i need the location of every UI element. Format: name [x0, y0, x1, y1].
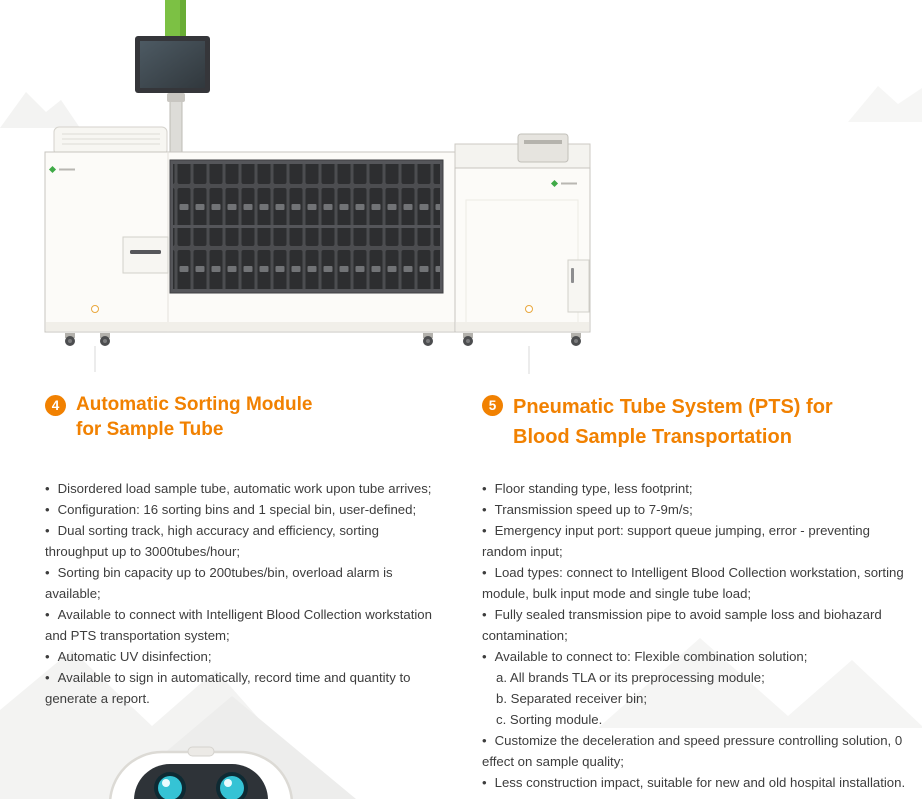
bullet-marker: • [482, 523, 487, 538]
feature-text: Available to connect to: Flexible combin… [494, 649, 808, 664]
section-title: Pneumatic Tube System (PTS) for Blood Sa… [513, 392, 833, 452]
feature-text: Available to connect with Intelligent Bl… [45, 607, 432, 643]
robot-eye-left [154, 772, 186, 799]
feature-text: Available to sign in automatically, reco… [45, 670, 411, 706]
brand-logo [550, 179, 577, 188]
bullet-marker: • [482, 733, 487, 748]
lock-indicator-icon [91, 305, 99, 313]
leader-lines [94, 346, 530, 374]
sub-list-item: a. All brands TLA or its preprocessing m… [482, 667, 906, 688]
feature-text: Less construction impact, suitable for n… [494, 775, 906, 790]
top-lid [53, 126, 168, 156]
sub-list-item: c. Sorting module. [482, 709, 906, 730]
section-title-line: Automatic Sorting Module [76, 394, 313, 415]
bullet-marker: • [482, 565, 487, 580]
feature-text: Emergency input port: support queue jump… [482, 523, 870, 559]
bullet-marker: • [482, 607, 487, 622]
robot-head [109, 746, 293, 799]
pts-unit [454, 133, 591, 333]
feature-text: Sorting bin capacity up to 200tubes/bin,… [45, 565, 393, 601]
bullet-marker: • [482, 775, 487, 790]
list-item: •Available to sign in automatically, rec… [45, 667, 443, 709]
robot-illustration [109, 746, 293, 799]
sorting-bins-grid [169, 159, 444, 294]
bullet-marker: • [45, 502, 50, 517]
bullet-marker: • [45, 670, 50, 685]
feature-text: Fully sealed transmission pipe to avoid … [482, 607, 882, 643]
robot-camera-notch [187, 746, 215, 757]
list-item: •Available to connect with Intelligent B… [45, 604, 443, 646]
feature-list: • Floor standing type, less footprint; • T… [482, 478, 906, 793]
feature-text: Floor standing type, less footprint; [494, 481, 693, 496]
section-title: Automatic Sorting Module for Sample Tube [76, 392, 312, 442]
printer-slot [122, 236, 169, 274]
list-item: • Automatic UV disinfection; [45, 646, 443, 667]
list-item: • Disordered load sample tube, automatic … [45, 478, 443, 499]
section-title-row: 5 Pneumatic Tube System (PTS) for Blood … [482, 392, 906, 452]
feature-text: Dual sorting track, high accuracy and ef… [45, 523, 379, 559]
feature-text: a. All brands TLA or its preprocessing m… [496, 670, 765, 685]
feature-list: • Disordered load sample tube, automatic … [45, 478, 443, 709]
bullet-marker: • [45, 607, 50, 622]
robot-screen [134, 764, 268, 799]
feature-text: Automatic UV disinfection; [57, 649, 212, 664]
list-item: • Configuration: 16 sorting bins and 1 sp… [45, 499, 443, 520]
sub-list-item: b. Separated receiver bin; [482, 688, 906, 709]
list-item: • Less construction impact, suitable for … [482, 772, 906, 793]
section-title-line: Blood Sample Transportation [513, 426, 792, 448]
list-item: • Available to connect to: Flexible combi… [482, 646, 906, 667]
section-title-line: Pneumatic Tube System (PTS) for [513, 396, 833, 418]
pts-door [567, 259, 590, 313]
list-item: • Transmission speed up to 7-9m/s; [482, 499, 906, 520]
feature-text: Transmission speed up to 7-9m/s; [494, 502, 693, 517]
section-title-row: 4 Automatic Sorting Module for Sample Tu… [45, 392, 443, 442]
bullet-marker: • [482, 649, 487, 664]
lock-indicator-icon [525, 305, 533, 313]
section-number-badge: 4 [45, 395, 66, 416]
list-item: •Dual sorting track, high accuracy and e… [45, 520, 443, 562]
section-sorting-module: 4 Automatic Sorting Module for Sample Tu… [45, 392, 443, 709]
section-title-line: for Sample Tube [76, 419, 224, 440]
bullet-marker: • [45, 523, 50, 538]
feature-text: Configuration: 16 sorting bins and 1 spe… [57, 502, 417, 517]
feature-text: Customize the deceleration and speed pre… [482, 733, 903, 769]
monitor [135, 36, 210, 93]
brand-logo [48, 165, 75, 174]
list-item: •Fully sealed transmission pipe to avoid… [482, 604, 906, 646]
section-number-badge: 5 [482, 395, 503, 416]
feature-text: Disordered load sample tube, automatic w… [57, 481, 432, 496]
equipment-illustration [44, 0, 591, 374]
bullet-marker: • [45, 565, 50, 580]
feature-text: b. Separated receiver bin; [496, 691, 648, 706]
door-handle [571, 268, 574, 283]
bullet-marker: • [45, 649, 50, 664]
casters [65, 333, 581, 346]
bullet-marker: • [482, 502, 487, 517]
bullet-marker: • [45, 481, 50, 496]
bullet-marker: • [482, 481, 487, 496]
list-item: • Floor standing type, less footprint; [482, 478, 906, 499]
section-pneumatic-tube-system: 5 Pneumatic Tube System (PTS) for Blood … [482, 392, 906, 793]
robot-eye-right [216, 772, 248, 799]
list-item: •Load types: connect to Intelligent Bloo… [482, 562, 906, 604]
feature-text: c. Sorting module. [496, 712, 603, 727]
list-item: •Emergency input port: support queue jum… [482, 520, 906, 562]
list-item: •Customize the deceleration and speed pr… [482, 730, 906, 772]
list-item: •Sorting bin capacity up to 200tubes/bin… [45, 562, 443, 604]
feature-text: Load types: connect to Intelligent Blood… [482, 565, 904, 601]
